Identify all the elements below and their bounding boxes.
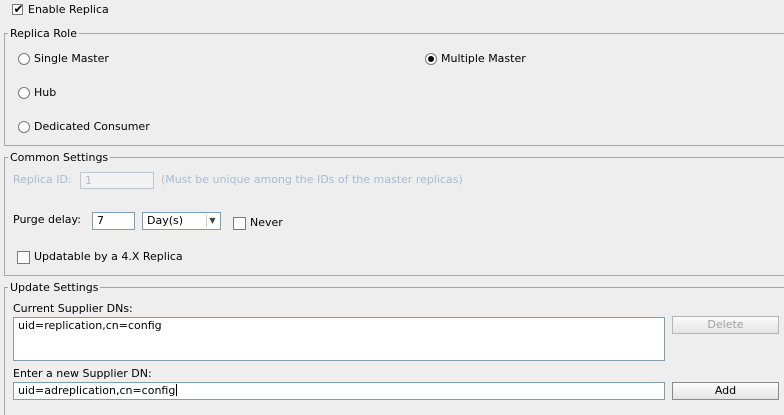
purge-unit-select[interactable]: Day(s) ▼ <box>142 212 221 230</box>
text-caret <box>176 384 178 396</box>
enable-replica-label: Enable Replica <box>28 3 109 16</box>
replica-id-input[interactable]: 1 <box>80 172 154 189</box>
radio-dedicated-consumer-label: Dedicated Consumer <box>34 120 150 133</box>
updatable-checkbox[interactable] <box>17 251 30 264</box>
chevron-down-icon[interactable]: ▼ <box>206 215 218 227</box>
update-settings-title: Update Settings <box>8 281 101 294</box>
delete-button[interactable]: Delete <box>672 316 779 334</box>
new-supplier-input[interactable]: uid=adreplication,cn=config <box>13 382 665 400</box>
radio-single-master[interactable] <box>18 53 30 65</box>
never-label: Never <box>250 216 283 229</box>
purge-unit-value: Day(s) <box>147 214 184 227</box>
radio-hub[interactable] <box>18 87 30 99</box>
checkmark-icon: ✔ <box>13 2 24 16</box>
new-supplier-label: Enter a new Supplier DN: <box>13 367 152 380</box>
radio-selected-dot <box>428 56 434 62</box>
replica-role-title: Replica Role <box>8 27 79 40</box>
replica-role-group <box>4 33 784 146</box>
radio-hub-label: Hub <box>34 86 57 99</box>
replica-id-label: Replica ID: <box>13 173 72 186</box>
new-supplier-value: uid=adreplication,cn=config <box>18 384 176 397</box>
radio-multiple-master[interactable] <box>425 53 437 65</box>
common-settings-group <box>4 157 784 276</box>
updatable-label: Updatable by a 4.X Replica <box>34 250 183 263</box>
current-supplier-label: Current Supplier DNs: <box>13 302 133 315</box>
never-checkbox[interactable] <box>233 217 246 230</box>
update-settings-group <box>4 287 784 415</box>
replica-id-hint: (Must be unique among the IDs of the mas… <box>161 173 463 186</box>
add-button[interactable]: Add <box>672 382 779 400</box>
list-item[interactable]: uid=replication,cn=config <box>18 319 162 332</box>
current-supplier-list[interactable]: uid=replication,cn=config <box>13 317 665 361</box>
radio-dedicated-consumer[interactable] <box>18 121 30 133</box>
radio-single-master-label: Single Master <box>34 52 109 65</box>
purge-delay-input[interactable]: 7 <box>92 212 135 230</box>
purge-delay-label: Purge delay: <box>13 213 81 226</box>
common-settings-title: Common Settings <box>8 151 111 164</box>
enable-replica-checkbox[interactable]: ✔ <box>12 2 24 16</box>
radio-multiple-master-label: Multiple Master <box>441 52 526 65</box>
